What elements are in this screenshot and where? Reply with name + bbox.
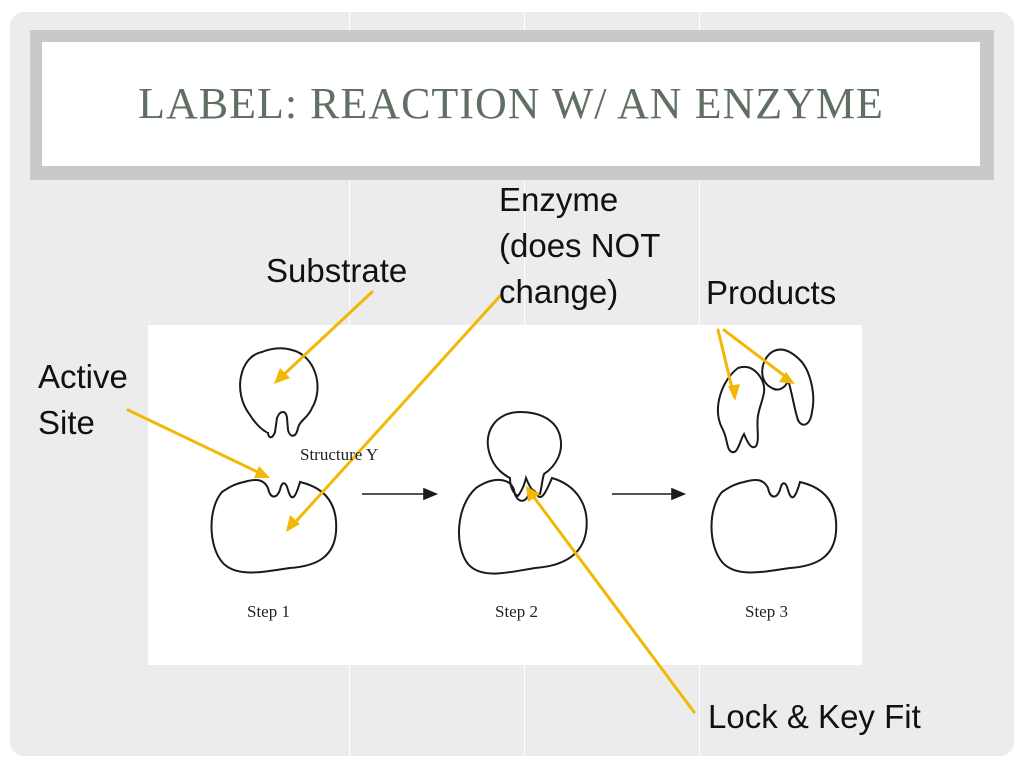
enzyme-label: Enzyme (does NOT change) — [499, 177, 660, 315]
active-site-pointer — [126, 408, 268, 478]
substrate-pointer-head — [274, 368, 290, 384]
enzyme-pointer — [288, 294, 502, 530]
products-pointer-a-head — [728, 384, 740, 401]
enzyme-step1 — [210, 479, 338, 574]
reaction-arrowhead-1 — [423, 487, 439, 501]
title-box: LABEL: REACTION W/ AN ENZYME — [42, 42, 980, 166]
reaction-arrowhead-2 — [671, 487, 687, 501]
products-pointer-b-head — [779, 372, 795, 384]
active-site-label: Active Site — [38, 354, 128, 446]
enzyme-line-2: (does NOT — [499, 227, 661, 264]
active-site-line-1: Active — [38, 358, 128, 395]
slide-title: LABEL: REACTION W/ AN ENZYME — [138, 79, 884, 128]
products-label: Products — [706, 274, 837, 311]
step-1-label: Step 1 — [247, 602, 290, 621]
substrate-step1 — [239, 347, 319, 439]
lock-key-pointer — [528, 490, 696, 714]
substrate-step2 — [486, 410, 562, 498]
enzyme-line-1: Enzyme — [499, 181, 619, 218]
enzyme-line-3: change) — [499, 273, 619, 310]
products-pointer-b — [722, 328, 792, 382]
product-b — [761, 348, 815, 426]
step-2-label: Step 2 — [495, 602, 538, 621]
substrate-pointer — [276, 290, 374, 382]
active-site-pointer-head — [254, 466, 270, 478]
lock-key-pointer-head — [526, 486, 540, 502]
active-site-line-2: Site — [38, 404, 95, 442]
substrate-label: Substrate — [266, 252, 408, 289]
products-pointer-a — [716, 328, 736, 398]
step-3-label: Step 3 — [745, 602, 788, 621]
structure-label: Structure Y — [300, 445, 379, 464]
enzyme-pointer-head — [286, 515, 300, 532]
enzyme-step2 — [458, 476, 588, 575]
product-a — [717, 366, 766, 454]
lock-key-label: Lock & Key Fit — [708, 698, 921, 735]
diagram-panel — [148, 325, 862, 665]
enzyme-step3 — [710, 479, 838, 574]
